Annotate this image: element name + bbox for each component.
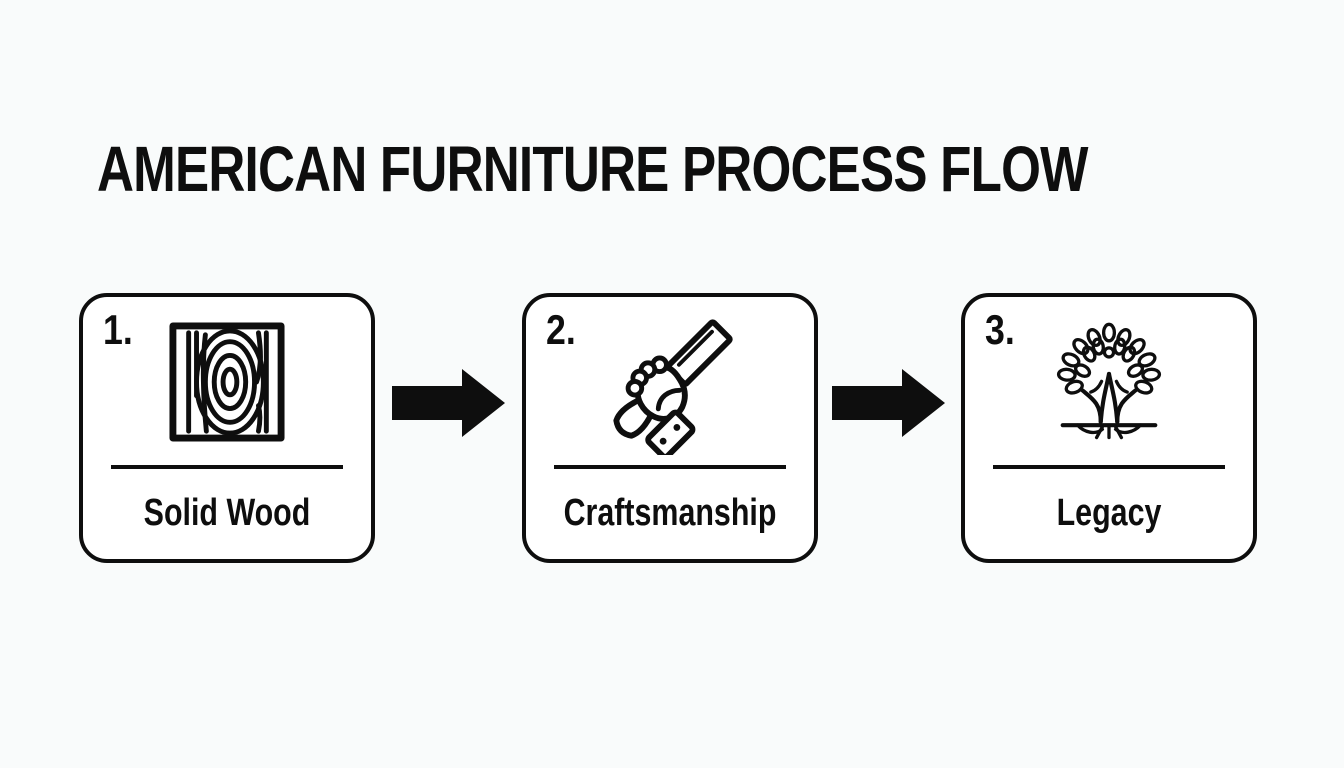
hand-chisel-icon	[597, 309, 743, 455]
divider-line	[993, 465, 1225, 469]
step-number: 1.	[103, 306, 133, 353]
step-number: 2.	[546, 306, 576, 353]
tree-with-roots-icon	[1042, 321, 1176, 445]
step-card-craftsmanship: 2. Craftsmanship	[522, 293, 818, 563]
step-card-solid-wood: 1. Solid Wood	[79, 293, 375, 563]
arrow-right-icon	[832, 368, 946, 438]
arrow-right-icon	[392, 368, 506, 438]
step-number: 3.	[985, 306, 1015, 353]
divider-line	[111, 465, 343, 469]
step-label: Solid Wood	[143, 492, 311, 534]
step-label: Legacy	[1056, 492, 1162, 534]
step-card-legacy: 3.	[961, 293, 1257, 563]
wood-grain-icon	[168, 321, 286, 443]
divider-line	[554, 465, 786, 469]
page-title: AMERICAN FURNITURE PROCESS FLOW	[97, 133, 1088, 205]
step-label: Craftsmanship	[563, 492, 777, 534]
